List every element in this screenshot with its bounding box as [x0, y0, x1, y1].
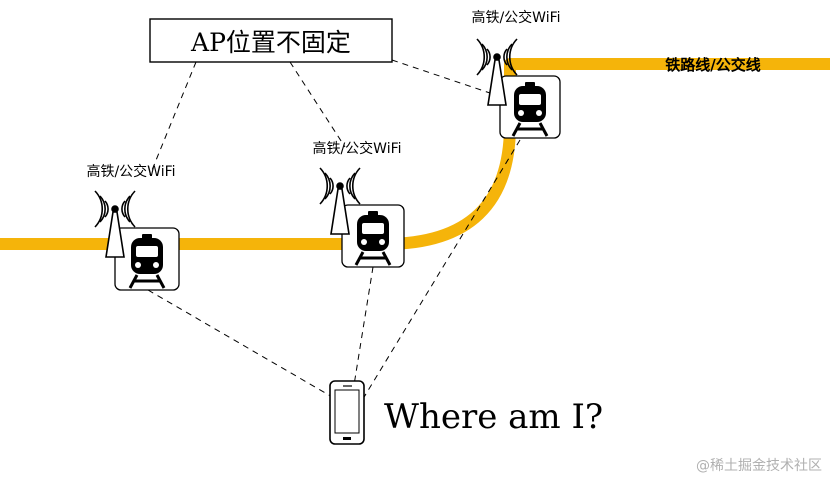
train-icon — [511, 80, 549, 138]
question-text: Where am I? — [384, 397, 603, 437]
title-box-text: AP位置不固定 — [190, 28, 351, 57]
link-title-ap-middle — [289, 61, 346, 148]
train-icon — [354, 209, 392, 267]
watermark-text: @稀土掘金技术社区 — [696, 458, 822, 474]
wifi-ap-right: 高铁/公交WiFi — [471, 9, 561, 139]
wifi-label-middle: 高铁/公交WiFi — [312, 140, 401, 157]
link-title-ap-left — [149, 61, 197, 176]
wifi-ap-middle: 高铁/公交WiFi — [312, 140, 405, 268]
title-box: AP位置不固定 — [149, 18, 393, 63]
link-ap-left-phone — [147, 289, 335, 399]
wifi-ap-left: 高铁/公交WiFi — [86, 163, 180, 291]
title-to-ap-links — [149, 59, 491, 176]
link-ap-middle-phone — [349, 266, 374, 411]
ap-to-phone-links — [147, 139, 521, 413]
train-icon — [128, 232, 166, 290]
link-ap-right-phone — [354, 139, 521, 413]
smartphone-icon — [329, 380, 365, 445]
route-label: 铁路线/公交线 — [665, 56, 760, 74]
title-box-frame — [149, 18, 393, 63]
link-title-ap-right — [391, 59, 491, 94]
wifi-label-right: 高铁/公交WiFi — [471, 9, 560, 26]
wifi-label-left: 高铁/公交WiFi — [86, 163, 175, 180]
